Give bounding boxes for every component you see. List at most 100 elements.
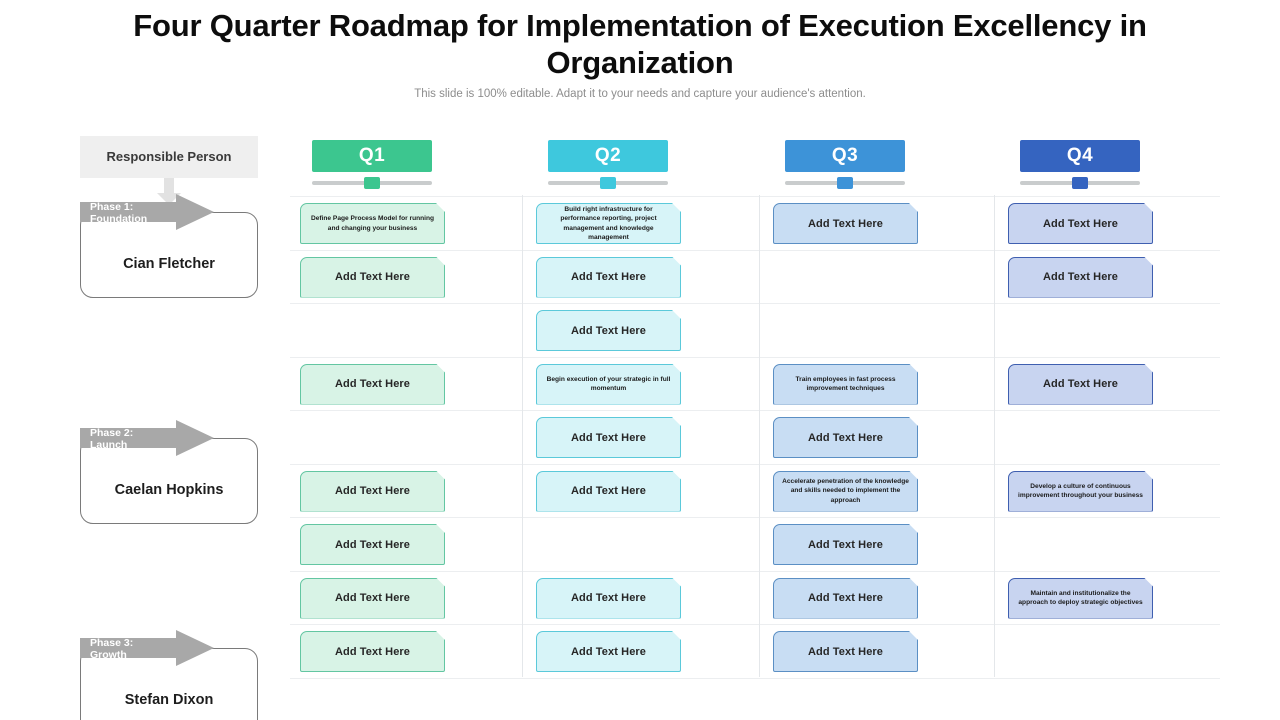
person-name: Cian Fletcher bbox=[123, 256, 215, 272]
card-text: Begin execution of your strategic in ful… bbox=[546, 375, 671, 392]
slider-knob[interactable] bbox=[1072, 177, 1088, 189]
card-placeholder-text: Add Text Here bbox=[334, 538, 411, 551]
card-placeholder-text: Add Text Here bbox=[807, 538, 884, 551]
roadmap-card[interactable]: Add Text Here bbox=[773, 417, 918, 458]
grid-cell-q3: Add Text Here bbox=[773, 524, 918, 565]
roadmap-card[interactable]: Add Text Here bbox=[536, 631, 681, 672]
person-name: Stefan Dixon bbox=[124, 692, 214, 708]
card-text: Accelerate penetration of the knowledge … bbox=[782, 477, 909, 504]
quarter-header-q4[interactable]: Q4 bbox=[1020, 140, 1140, 189]
card-placeholder-text: Add Text Here bbox=[334, 592, 411, 604]
roadmap-card[interactable]: Add Text Here bbox=[300, 471, 445, 512]
slider-knob[interactable] bbox=[364, 177, 380, 189]
grid-cell-q3: Add Text Here bbox=[773, 578, 918, 619]
roadmap-card[interactable]: Begin execution of your strategic in ful… bbox=[536, 364, 681, 405]
grid-cell-q1: Add Text Here bbox=[300, 631, 445, 672]
grid-cell-q2: Begin execution of your strategic in ful… bbox=[536, 364, 681, 405]
roadmap-card[interactable]: Add Text Here bbox=[536, 310, 681, 351]
roadmap-card[interactable]: Add Text Here bbox=[773, 524, 918, 565]
quarter-chip: Q4 bbox=[1020, 140, 1140, 172]
quarter-header-row: Q1 Q2 Q3 Q4 bbox=[290, 140, 1220, 196]
slider-knob[interactable] bbox=[837, 177, 853, 189]
grid-cell-q2: Add Text Here bbox=[536, 631, 681, 672]
roadmap-card[interactable]: Add Text Here bbox=[300, 631, 445, 672]
grid-row: Add Text Here Add Text Here bbox=[290, 411, 1220, 465]
grid-cell-q1: Add Text Here bbox=[300, 524, 445, 565]
grid-cell-q2: Add Text Here bbox=[536, 471, 681, 512]
roadmap-card[interactable]: Add Text Here bbox=[1008, 203, 1153, 244]
grid-cell-q1: Add Text Here bbox=[300, 364, 445, 405]
phase-arrow-icon bbox=[80, 194, 214, 230]
card-text: Train employees in fast process improvem… bbox=[795, 375, 896, 392]
roadmap-card[interactable]: Accelerate penetration of the knowledge … bbox=[773, 471, 918, 512]
person-card[interactable]: Caelan Hopkins bbox=[80, 438, 258, 524]
phase-arrow[interactable] bbox=[80, 420, 214, 456]
grid-row: Add Text Here Add Text Here Add Text Here bbox=[290, 625, 1220, 679]
phase-arrow-icon bbox=[80, 420, 214, 456]
roadmap-card[interactable]: Add Text Here bbox=[300, 524, 445, 565]
grid-cell-q4: Develop a culture of continuous improvem… bbox=[1008, 471, 1153, 512]
card-placeholder-text: Add Text Here bbox=[570, 645, 647, 658]
grid-cell-q4: Add Text Here bbox=[1008, 364, 1153, 405]
grid-cell-q2: Add Text Here bbox=[536, 578, 681, 619]
grid-row: Add Text Here Add Text Here Add Text Here bbox=[290, 251, 1220, 304]
phase-arrow-icon bbox=[80, 630, 214, 666]
grid-cell-q1: Add Text Here bbox=[300, 578, 445, 619]
grid-cell-q4: Add Text Here bbox=[1008, 257, 1153, 298]
column-divider bbox=[994, 195, 995, 677]
grid-row: Define Page Process Model for running an… bbox=[290, 197, 1220, 251]
quarter-slider[interactable] bbox=[1020, 177, 1140, 189]
roadmap-card[interactable]: Add Text Here bbox=[773, 203, 918, 244]
roadmap-card[interactable]: Add Text Here bbox=[1008, 257, 1153, 298]
grid-cell-q3: Add Text Here bbox=[773, 203, 918, 244]
roadmap-card[interactable]: Add Text Here bbox=[300, 257, 445, 298]
phase-arrow[interactable] bbox=[80, 194, 214, 230]
roadmap-card[interactable]: Add Text Here bbox=[1008, 364, 1153, 405]
grid-row: Add Text Here Add Text Here bbox=[290, 518, 1220, 572]
card-placeholder-text: Add Text Here bbox=[334, 378, 411, 390]
roadmap-card[interactable]: Maintain and institutionalize the approa… bbox=[1008, 578, 1153, 619]
roadmap-card[interactable]: Add Text Here bbox=[536, 257, 681, 298]
quarter-header-q2[interactable]: Q2 bbox=[548, 140, 668, 189]
card-placeholder-text: Add Text Here bbox=[334, 485, 411, 497]
quarter-header-q1[interactable]: Q1 bbox=[312, 140, 432, 189]
roadmap-card[interactable]: Train employees in fast process improvem… bbox=[773, 364, 918, 405]
grid-cell-q3: Add Text Here bbox=[773, 417, 918, 458]
quarter-slider[interactable] bbox=[312, 177, 432, 189]
grid-cell-q4: Add Text Here bbox=[1008, 203, 1153, 244]
roadmap-card[interactable]: Add Text Here bbox=[536, 578, 681, 619]
down-arrow-icon bbox=[157, 178, 181, 205]
card-placeholder-text: Add Text Here bbox=[570, 271, 647, 283]
grid-cell-q1: Define Page Process Model for running an… bbox=[300, 203, 445, 244]
column-divider bbox=[522, 195, 523, 677]
roadmap-card[interactable]: Define Page Process Model for running an… bbox=[300, 203, 445, 244]
card-text: Develop a culture of continuous improvem… bbox=[1018, 482, 1143, 499]
card-placeholder-text: Add Text Here bbox=[570, 592, 647, 604]
quarter-grid-rows: Define Page Process Model for running an… bbox=[290, 196, 1220, 679]
roadmap-card[interactable]: Add Text Here bbox=[300, 364, 445, 405]
card-placeholder-text: Add Text Here bbox=[570, 324, 647, 337]
grid-row: Add Text Here Add Text Here Accelerate pen… bbox=[290, 465, 1220, 518]
phase-arrow[interactable] bbox=[80, 630, 214, 666]
grid-cell-q2: Add Text Here bbox=[536, 257, 681, 298]
slider-knob[interactable] bbox=[600, 177, 616, 189]
grid-row: Add Text Here Add Text Here Add Text Here M… bbox=[290, 572, 1220, 625]
quarter-chip: Q1 bbox=[312, 140, 432, 172]
person-card[interactable]: Cian Fletcher bbox=[80, 212, 258, 298]
roadmap-card[interactable]: Build right infrastructure for performan… bbox=[536, 203, 681, 244]
grid-cell-q1: Add Text Here bbox=[300, 471, 445, 512]
roadmap-card[interactable]: Add Text Here bbox=[773, 578, 918, 619]
roadmap-card[interactable]: Add Text Here bbox=[536, 417, 681, 458]
quarter-slider[interactable] bbox=[548, 177, 668, 189]
quarter-chip: Q2 bbox=[548, 140, 668, 172]
quarter-slider[interactable] bbox=[785, 177, 905, 189]
grid-cell-q2: Build right infrastructure for performan… bbox=[536, 203, 681, 244]
quarter-header-q3[interactable]: Q3 bbox=[785, 140, 905, 189]
roadmap-card[interactable]: Add Text Here bbox=[536, 471, 681, 512]
grid-row: Add Text Here Begin execution of your str… bbox=[290, 358, 1220, 411]
roadmap-card[interactable]: Add Text Here bbox=[300, 578, 445, 619]
roadmap-card[interactable]: Develop a culture of continuous improvem… bbox=[1008, 471, 1153, 512]
card-placeholder-text: Add Text Here bbox=[334, 271, 411, 283]
roadmap-card[interactable]: Add Text Here bbox=[773, 631, 918, 672]
